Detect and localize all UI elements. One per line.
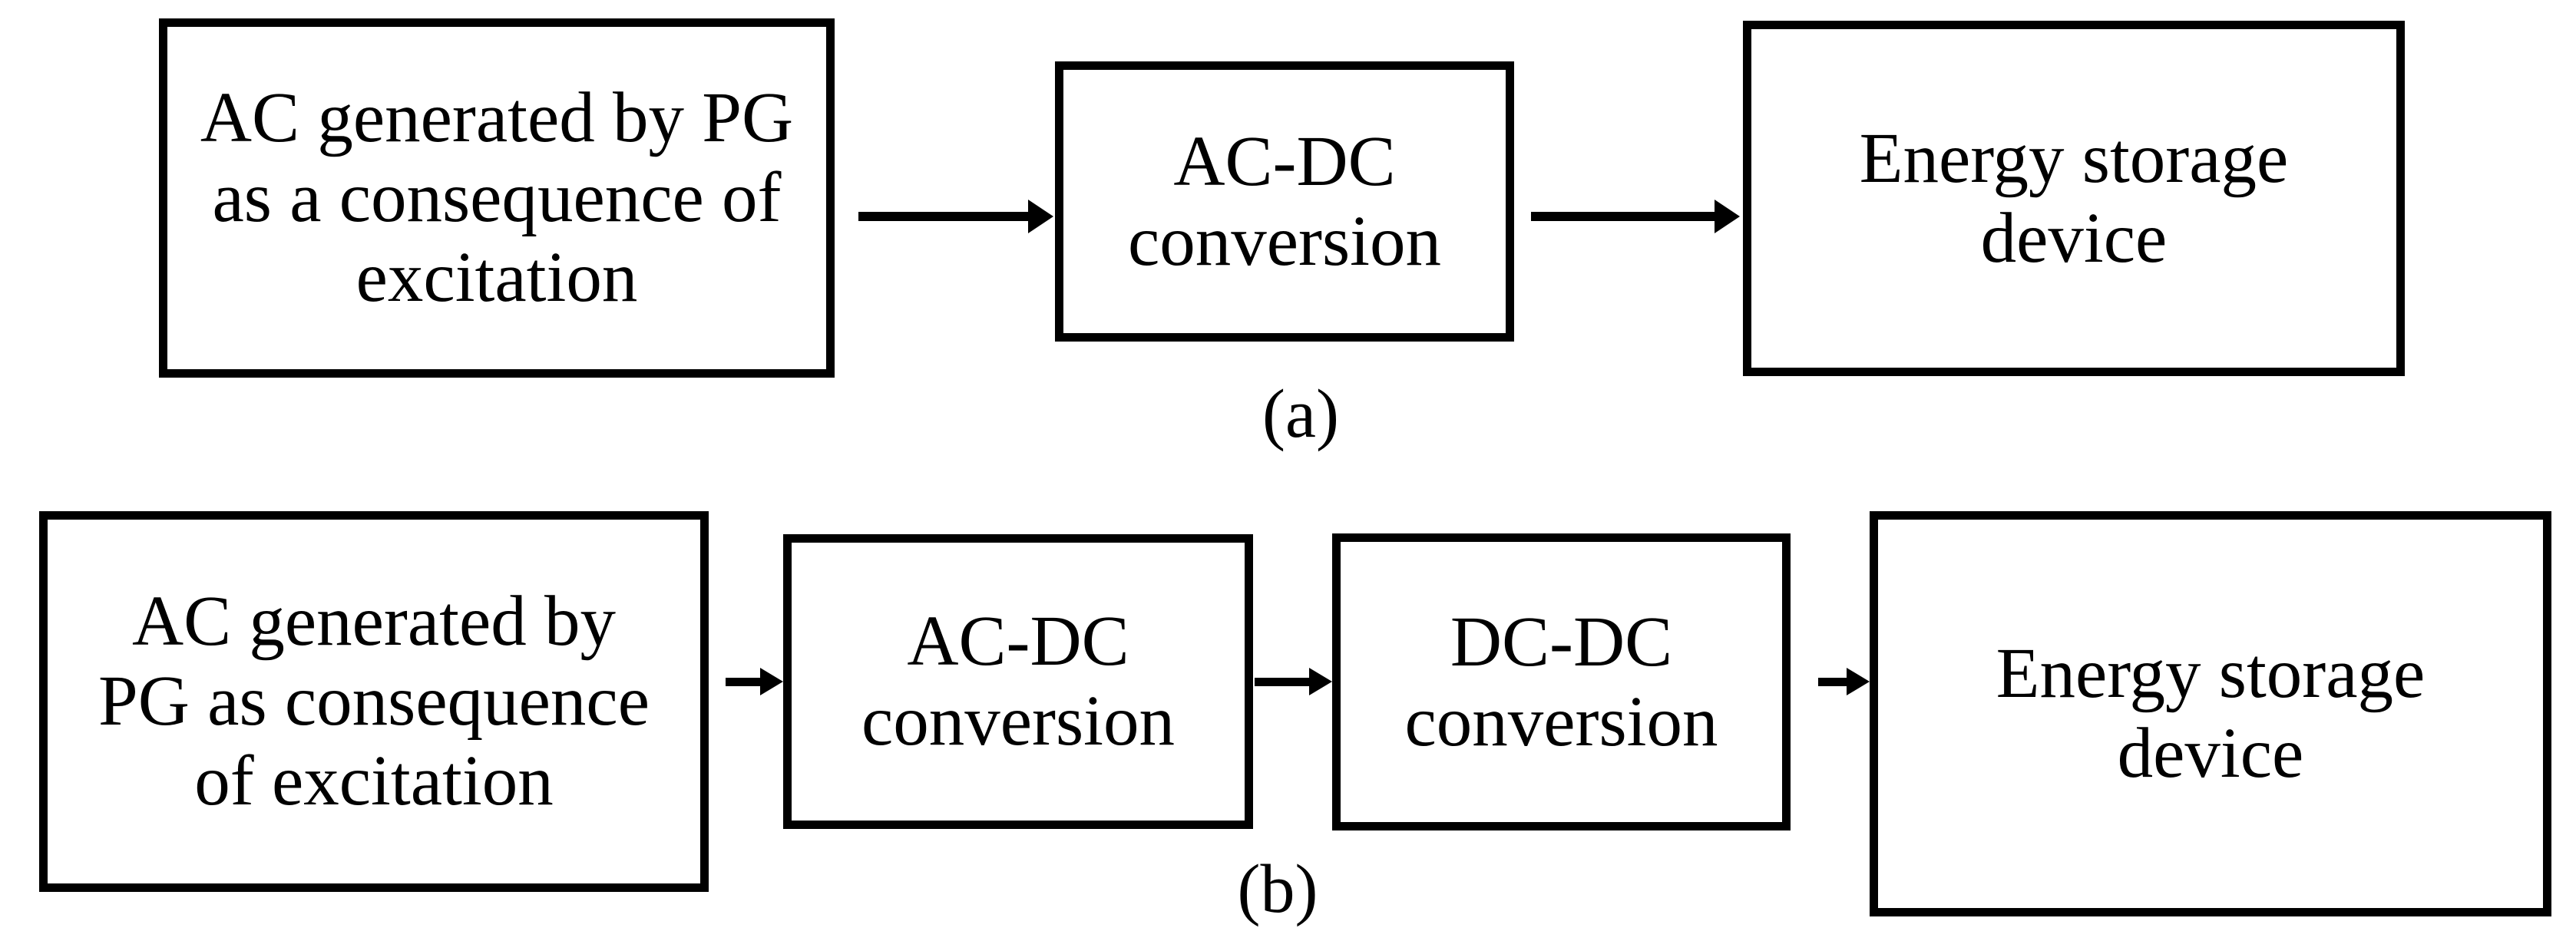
box-text-line: conversion xyxy=(1404,682,1718,761)
arrowhead-icon xyxy=(1028,200,1053,233)
box-text-line: excitation xyxy=(355,238,638,317)
arrowhead-icon xyxy=(1847,668,1870,695)
arrow-shaft xyxy=(858,212,1028,221)
arrow-shaft xyxy=(1255,677,1309,686)
box-text-line: AC-DC xyxy=(1173,121,1396,201)
box-text-line: conversion xyxy=(861,682,1176,761)
arrow-shaft xyxy=(1818,677,1847,686)
box-text-line: AC generated by PG xyxy=(200,78,794,157)
box-text-line: device xyxy=(1980,198,2168,278)
box-text-line: AC-DC xyxy=(907,602,1129,681)
box-text-line: Energy storage xyxy=(1996,634,2426,713)
box-text-line: device xyxy=(2117,714,2304,793)
box-b-dcdc-conversion: DC-DC conversion xyxy=(1332,533,1791,830)
box-text-line: of excitation xyxy=(194,741,554,821)
arrowhead-icon xyxy=(1715,200,1740,233)
arrow-right-icon xyxy=(1255,668,1332,695)
box-a-acdc-conversion: AC-DC conversion xyxy=(1055,61,1514,342)
arrow-shaft xyxy=(726,677,760,686)
box-a-energy-storage: Energy storage device xyxy=(1743,21,2405,376)
box-text-line: conversion xyxy=(1127,201,1442,281)
box-text-line: Energy storage xyxy=(1859,118,2289,198)
box-text-line: DC-DC xyxy=(1450,602,1673,682)
arrow-right-icon xyxy=(1818,668,1870,695)
box-text-line: PG as consequence xyxy=(98,662,650,741)
arrow-right-icon xyxy=(726,668,783,695)
box-b-ac-source: AC generated by PG as consequence of exc… xyxy=(39,511,709,892)
box-text-line: as a consequence of xyxy=(212,158,782,237)
arrow-shaft xyxy=(1531,212,1715,221)
arrowhead-icon xyxy=(760,668,783,695)
box-a-ac-source: AC generated by PG as a consequence of e… xyxy=(159,18,835,378)
arrow-right-icon xyxy=(858,200,1053,233)
arrow-right-icon xyxy=(1531,200,1740,233)
box-text-line: AC generated by xyxy=(131,582,617,661)
caption-b: (b) xyxy=(1237,851,1318,927)
arrowhead-icon xyxy=(1309,668,1332,695)
box-b-acdc-conversion: AC-DC conversion xyxy=(783,534,1253,829)
caption-a: (a) xyxy=(1262,376,1339,452)
box-b-energy-storage: Energy storage device xyxy=(1870,511,2551,916)
